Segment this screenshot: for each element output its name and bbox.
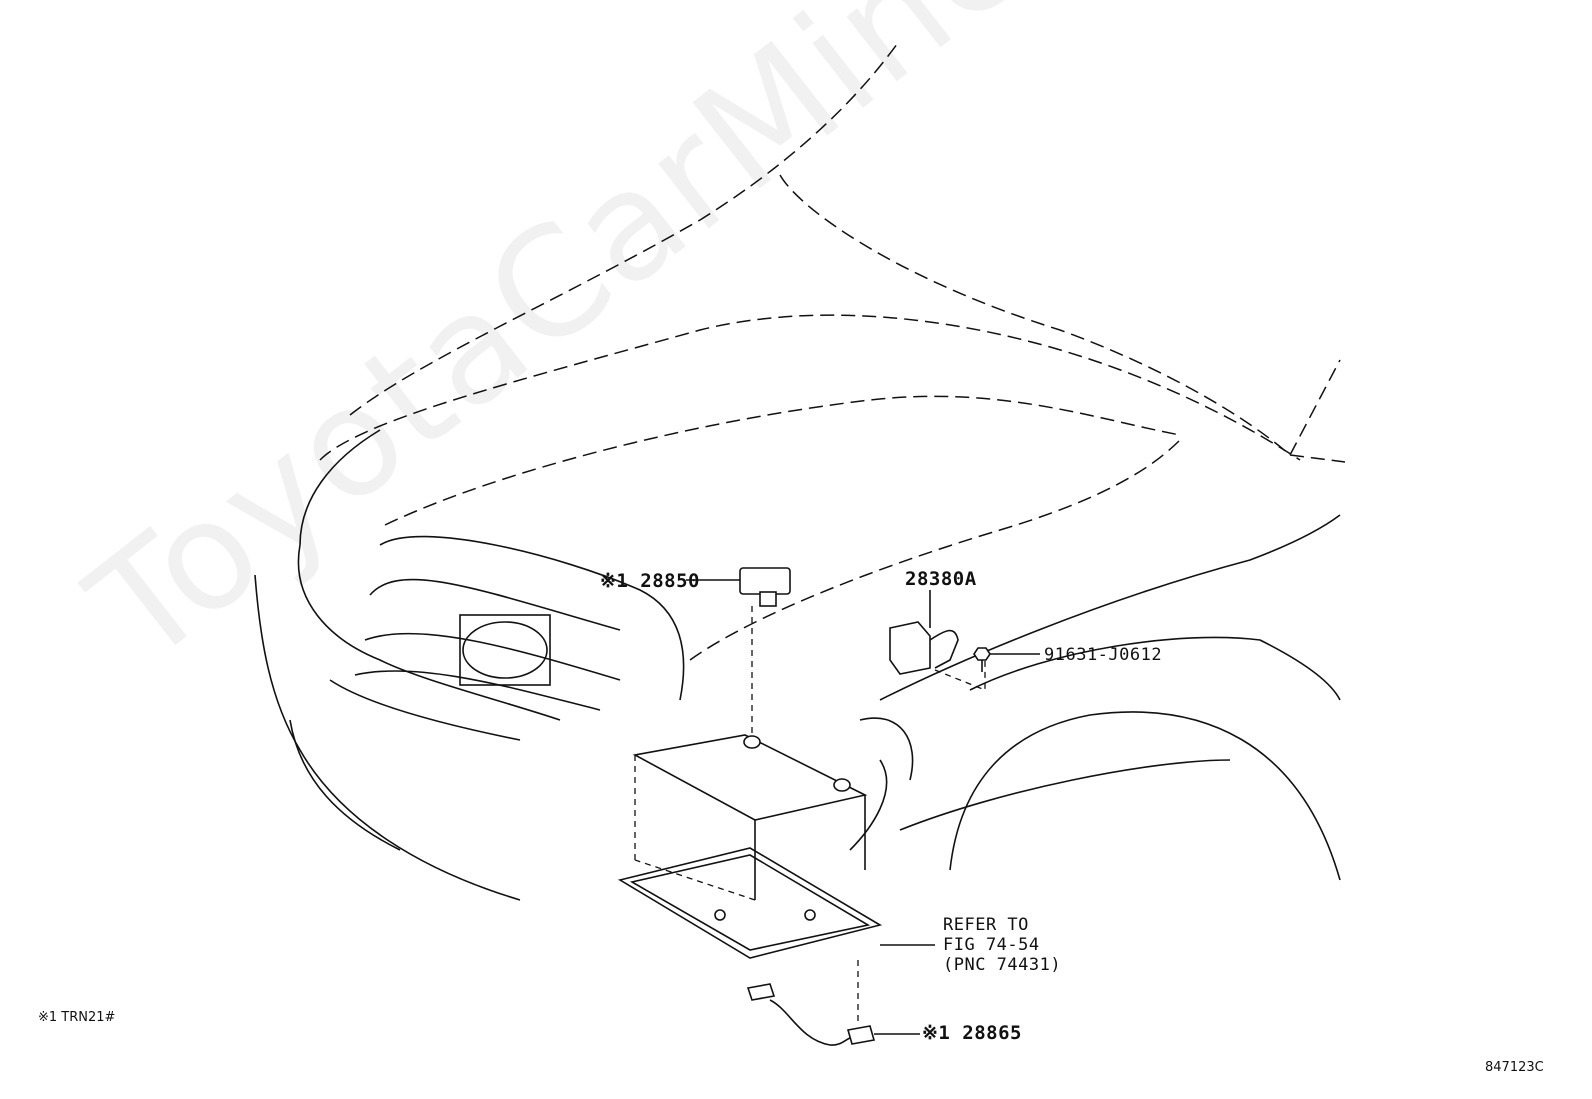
part-28865-connector-b: [846, 1025, 876, 1045]
battery-hidden-edges: [634, 755, 756, 901]
figure-code: 847123C: [1485, 1060, 1544, 1075]
terminal-post-2: [833, 778, 851, 792]
bumper-inner: [289, 679, 521, 851]
emblem-plate: [459, 614, 551, 686]
hood-outline: [349, 39, 1291, 456]
label-refer-line2[interactable]: FIG 74-54: [943, 935, 1040, 955]
tray-hole-2: [804, 909, 816, 921]
fender-contour: [899, 636, 1341, 831]
label-28380a[interactable]: 28380A: [905, 568, 977, 590]
part-28380a-wire: [929, 629, 959, 669]
bolt-head: [973, 647, 991, 661]
terminal-post-1: [743, 735, 761, 749]
battery-tray: [617, 847, 883, 959]
hood-front-edge: [319, 314, 1301, 461]
headlamp-right: [849, 717, 914, 851]
label-refer-line3[interactable]: (PNC 74431): [943, 955, 1062, 975]
tray-hole-1: [714, 909, 726, 921]
hood-crease: [384, 395, 1181, 526]
part-28850-body: [739, 567, 791, 595]
label-91631[interactable]: 91631-J0612: [1044, 645, 1163, 665]
footnote: ※1 TRN21#: [38, 1010, 116, 1025]
part-28850-tab: [759, 591, 777, 607]
label-28865[interactable]: ※1 28865: [922, 1022, 1022, 1044]
bumper-left: [254, 574, 521, 901]
label-28850[interactable]: ※1 28850: [600, 570, 700, 592]
fender-right: [879, 514, 1341, 701]
part-28380a-body: [889, 621, 931, 675]
grille-bars: [354, 632, 621, 711]
emblem: [462, 621, 548, 679]
label-refer-line1[interactable]: REFER TO: [943, 915, 1029, 935]
part-28865-cable: [769, 999, 851, 1046]
hood-right-edge: [1289, 359, 1346, 463]
battery-front: [754, 795, 866, 900]
part-28865-connector-a: [746, 983, 776, 1001]
grille-frame: [369, 535, 685, 701]
hood-lower-curve: [689, 439, 1181, 661]
body-left-contour: [297, 429, 561, 721]
wheel-arch: [949, 711, 1341, 881]
